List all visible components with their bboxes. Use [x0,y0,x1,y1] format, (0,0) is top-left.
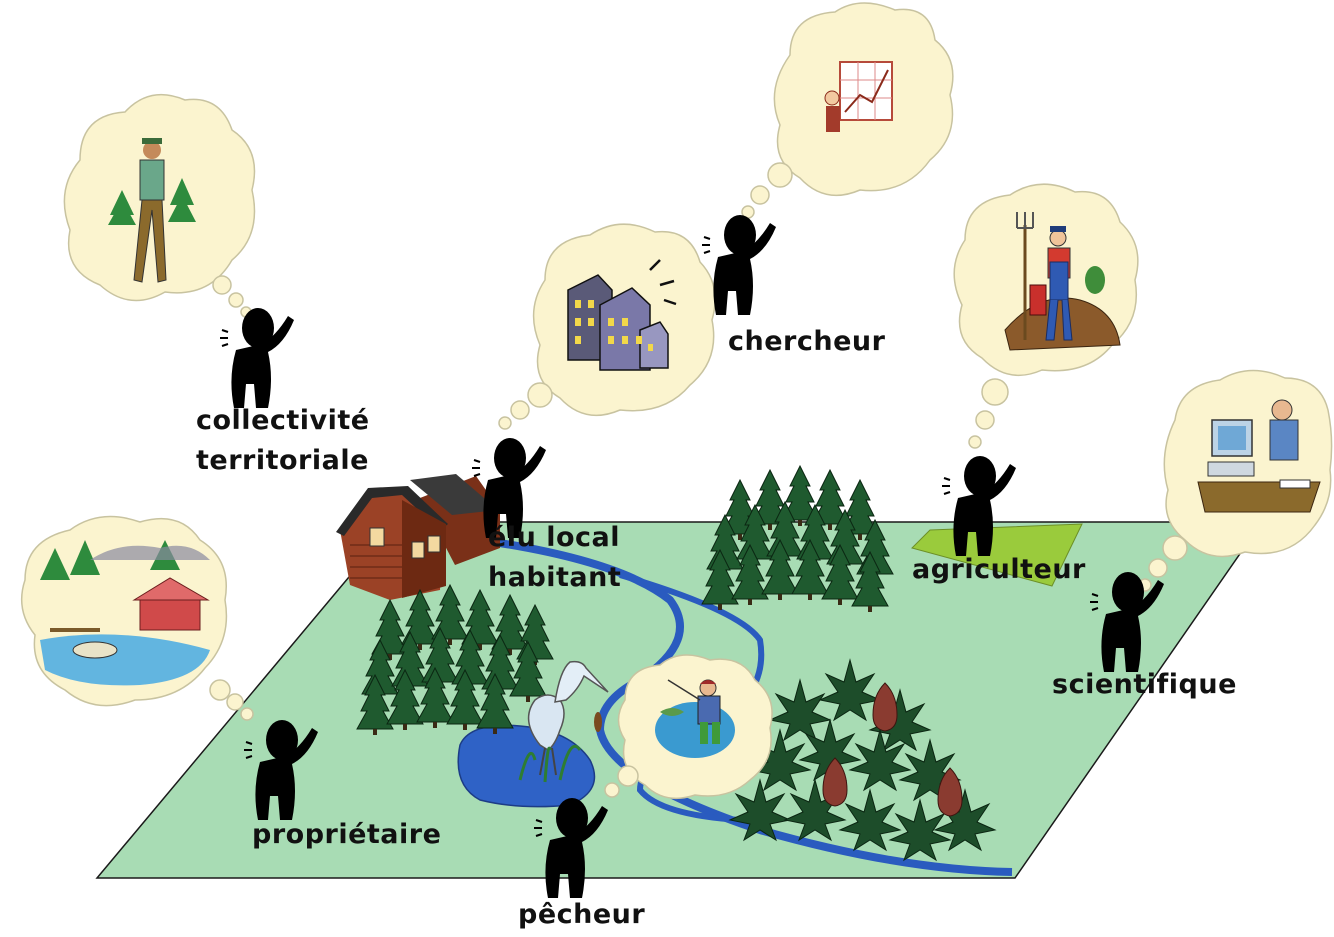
label-collectivite-line2: territoriale [196,445,369,476]
farmer-with-pitchfork-icon [1004,212,1121,351]
label-collectivite-line1: collectivité [196,405,370,436]
presenter-chart-icon [824,61,893,132]
label-elu-line2: habitant [488,562,622,593]
label-agriculteur: agriculteur [912,554,1086,585]
hiker-in-forest-icon [108,138,196,283]
person-collectivite-silhouette [219,307,295,409]
fisherman-icon [655,679,735,758]
label-pecheur: pêcheur [518,899,646,930]
pond [457,724,596,808]
label-elu-line1: élu local [488,522,620,553]
label-chercheur: chercheur [728,326,886,357]
city-buildings-icon [567,259,677,371]
scientist-at-computer-icon [1197,399,1321,513]
heron-icon [518,660,609,783]
label-scientifique: scientifique [1052,669,1237,700]
label-proprietaire: propriétaire [252,819,442,850]
cabin-group [336,474,500,600]
lake-cottage-icon [40,540,210,686]
